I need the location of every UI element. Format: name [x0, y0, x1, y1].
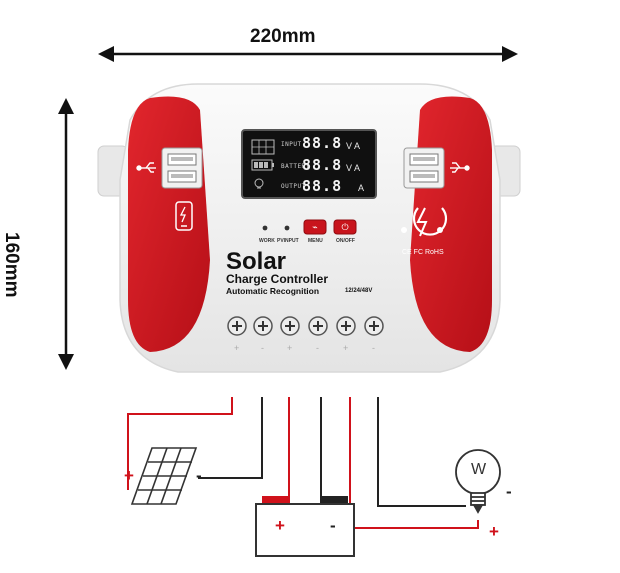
usb-icon-right	[450, 162, 470, 173]
on-off-button-shape	[333, 219, 357, 235]
load-minus-label: -	[506, 482, 512, 501]
bulb-filament-label: W	[471, 461, 487, 478]
solar-plus-label: +	[124, 466, 134, 485]
lcd-battery-icon	[251, 159, 274, 171]
lcd-input-label: INPUT	[281, 141, 302, 148]
work-led	[262, 225, 268, 231]
terminal-sign-6: -	[372, 343, 375, 353]
lcd-units-row1: V A	[346, 141, 361, 151]
certification-marks: CE FC RoHS	[402, 249, 444, 256]
usb-ports-right	[403, 147, 445, 189]
lightning-circle-icon	[401, 207, 448, 237]
brand-subtitle: Charge Controller	[226, 272, 329, 286]
battery-icon	[255, 496, 355, 557]
lcd-battery-label: BATTERY	[281, 163, 310, 170]
pv-input-led	[284, 225, 290, 231]
terminal-sign-1: +	[234, 343, 240, 353]
brand-title: Solar	[226, 248, 287, 275]
width-label: 220mm	[250, 26, 316, 47]
battery-plus-label: +	[275, 516, 285, 535]
usb-ports-left	[161, 147, 203, 189]
battery-minus-label: -	[330, 516, 336, 535]
solar-panel-icon	[130, 447, 198, 505]
terminal-sign-5: +	[343, 343, 349, 353]
work-label: WORK	[259, 238, 275, 244]
lcd-digits-row2: 88.8	[302, 156, 343, 174]
terminal-sign-2: -	[261, 343, 264, 353]
load-plus-label: +	[489, 522, 499, 541]
terminal-block	[227, 316, 384, 336]
solar-minus-label: -	[196, 466, 202, 485]
lcd-output-label: OUTPUT	[281, 183, 306, 190]
voltage-rating: 12/24/48V	[345, 288, 373, 294]
lcd-digits-row3: 88.8	[302, 177, 343, 195]
phone-charging-icon	[175, 201, 193, 231]
menu-button-shape	[303, 219, 327, 235]
usb-icon-left	[136, 162, 156, 173]
on-off-button[interactable]: ⏻	[341, 222, 349, 232]
brand-tagline: Automatic Recognition	[226, 286, 320, 296]
menu-label: MENU	[308, 238, 323, 244]
lcd-solar-panel-icon	[251, 139, 275, 155]
bulb-icon	[455, 449, 501, 514]
terminal-sign-3: +	[287, 343, 293, 353]
terminal-sign-4: -	[316, 343, 319, 353]
on-off-label: ON/OFF	[336, 238, 355, 244]
lcd-digits-row1: 88.8	[302, 134, 343, 152]
lcd-bulb-icon	[254, 178, 264, 189]
pv-input-label: PVINPUT	[277, 238, 299, 244]
menu-button[interactable]: ⌁	[312, 222, 318, 232]
lcd-units-row3: A	[358, 183, 365, 193]
lcd-units-row2: V A	[346, 163, 361, 173]
lcd-screen	[241, 129, 377, 199]
